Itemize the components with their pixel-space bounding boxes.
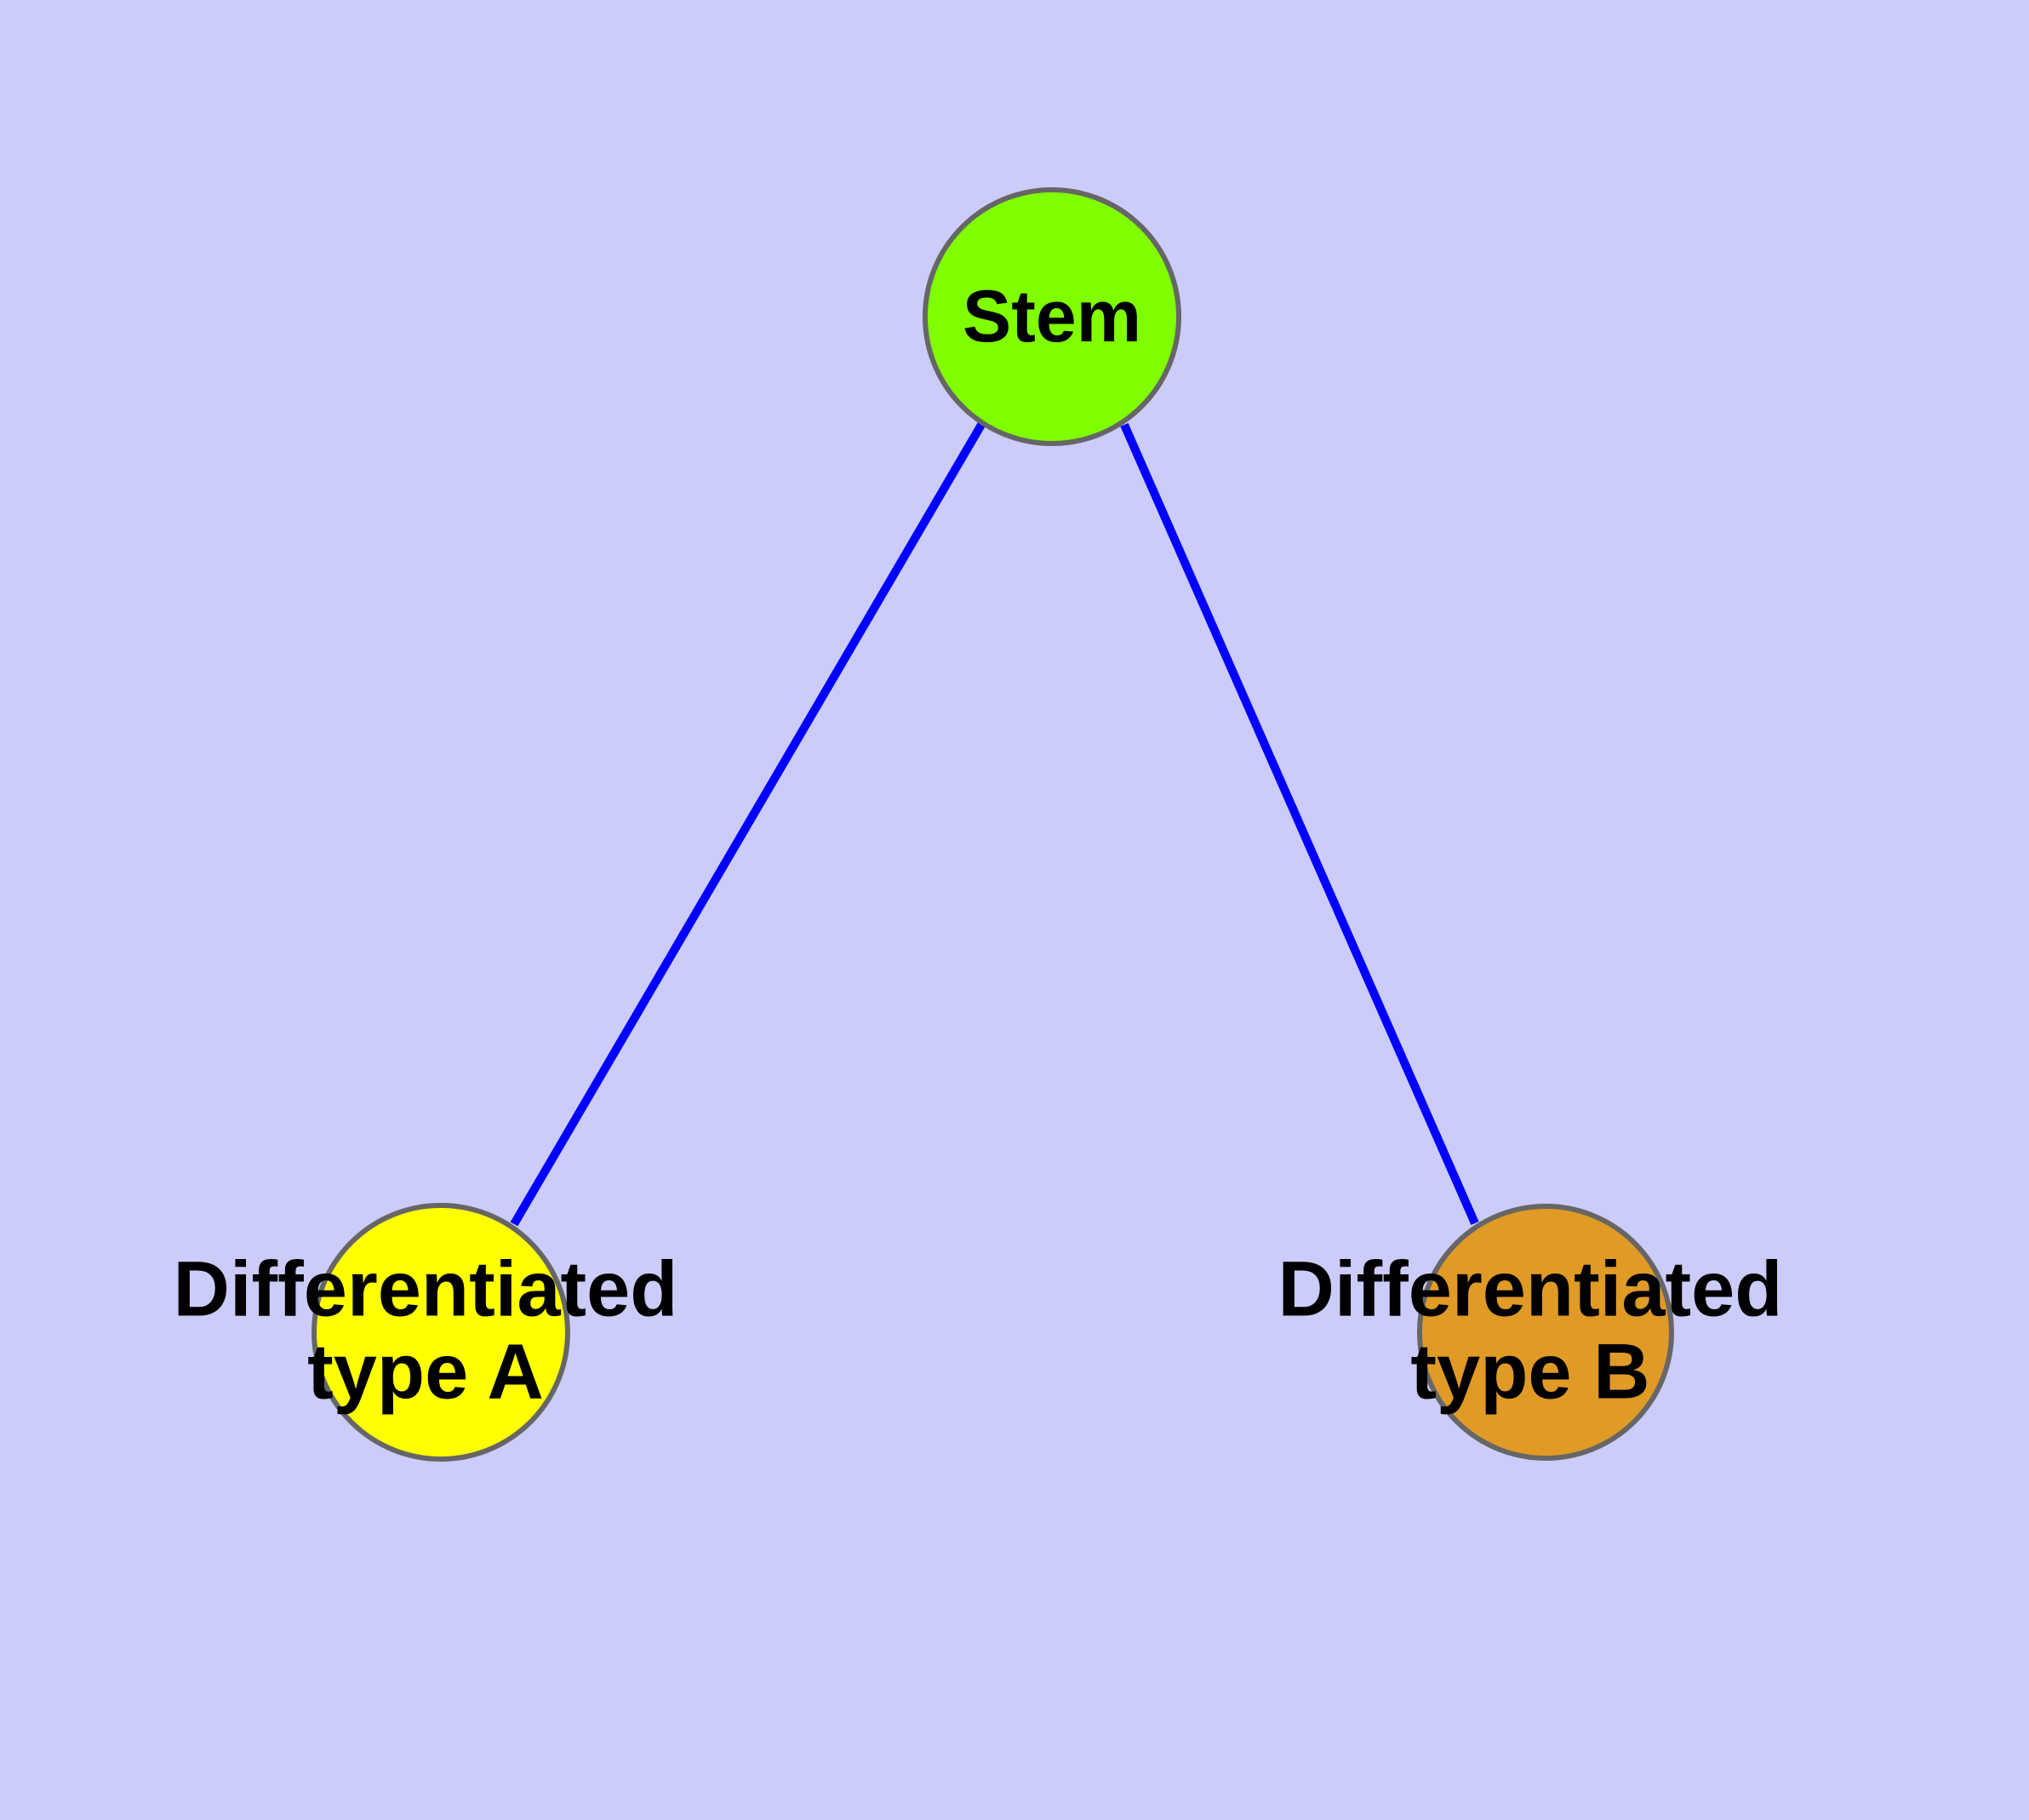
edge-stem-to-differentiated-type-b[interactable] [1120, 422, 1479, 1226]
node-circle-differentiated-type-a[interactable] [311, 1203, 570, 1462]
edge-group [510, 422, 1479, 1227]
edge-stem-to-differentiated-type-a[interactable] [510, 422, 986, 1227]
node-group [311, 187, 1674, 1462]
node-circle-differentiated-type-b[interactable] [1417, 1204, 1674, 1461]
node-circle-stem[interactable] [923, 187, 1181, 446]
